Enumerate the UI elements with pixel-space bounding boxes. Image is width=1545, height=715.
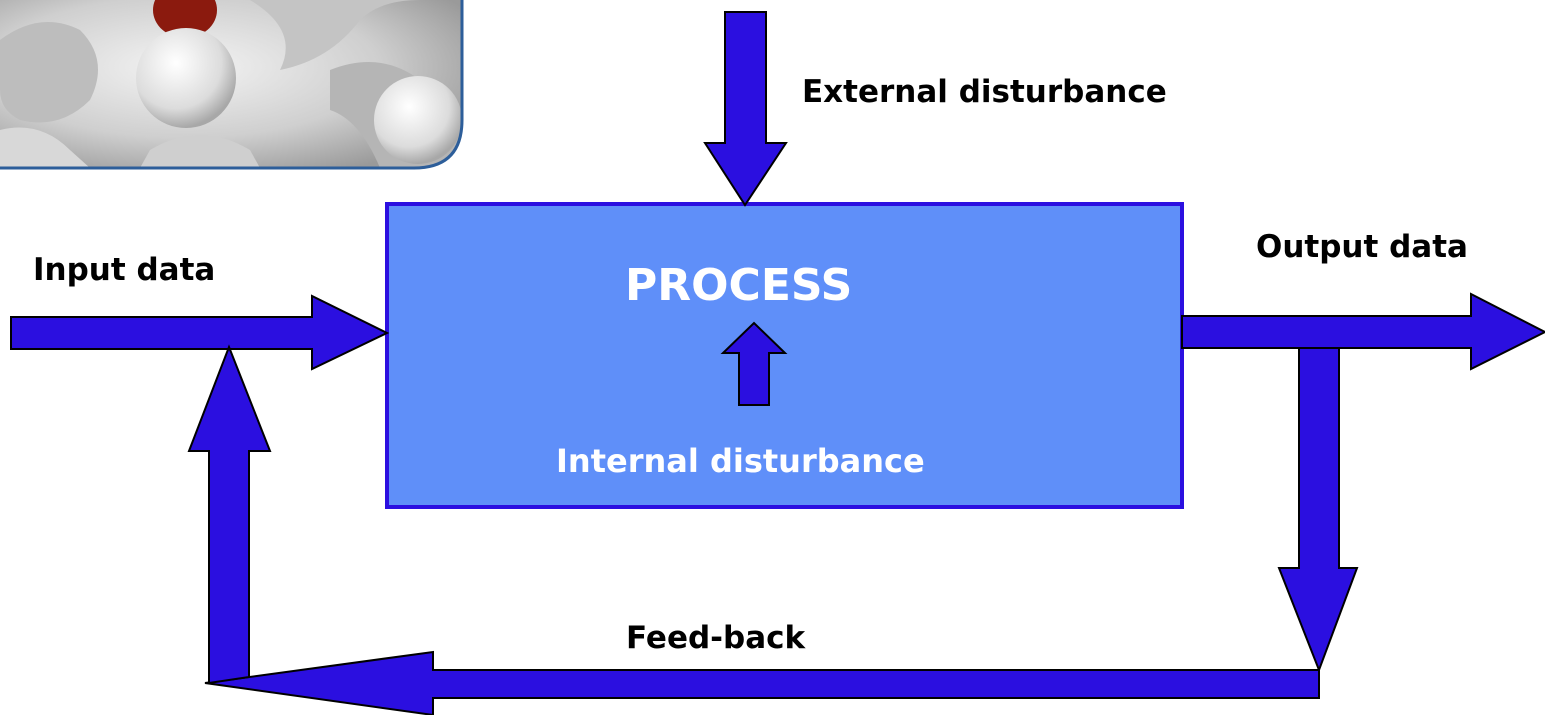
process-title: PROCESS (625, 260, 853, 311)
input-data-arrow (10, 294, 390, 371)
external-disturbance-label: External disturbance (802, 74, 1167, 110)
input-data-label: Input data (33, 252, 216, 288)
process-box (385, 202, 1184, 509)
output-branch-down-arrow (1277, 347, 1359, 673)
team-puzzle-image (0, 0, 464, 170)
feedback-return-up-arrow (187, 344, 272, 685)
feedback-arrow (204, 650, 1320, 715)
output-data-label: Output data (1256, 229, 1468, 265)
output-data-arrow (1181, 292, 1545, 371)
feedback-label: Feed-back (626, 620, 806, 656)
internal-disturbance-arrow (720, 321, 788, 406)
external-disturbance-arrow (703, 11, 788, 207)
internal-disturbance-label: Internal disturbance (556, 442, 925, 480)
